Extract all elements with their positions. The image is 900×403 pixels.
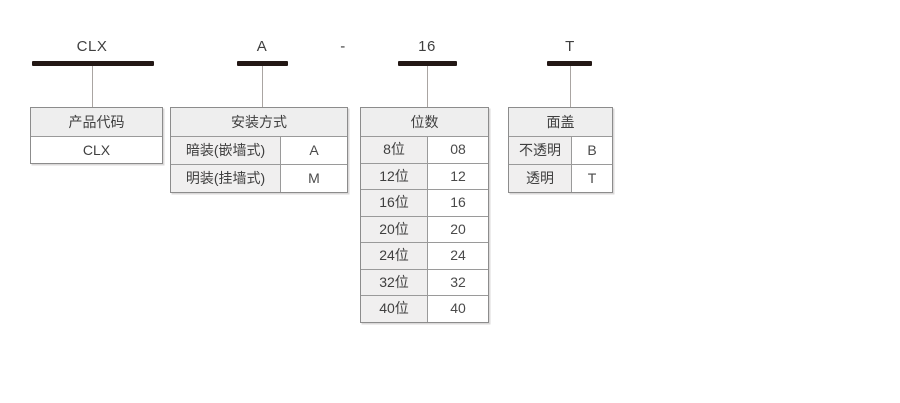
cell-code: 16 [428, 190, 488, 216]
table-cover: 面盖 不透明 B 透明 T [508, 107, 613, 193]
connector-line-cover [570, 66, 571, 107]
underline-bar-positions [398, 61, 457, 66]
cell-label: 24位 [361, 243, 428, 269]
cell-value: CLX [31, 137, 162, 163]
table-row: 暗装(嵌墙式) A [171, 137, 347, 165]
cell-code: 12 [428, 163, 488, 189]
table-product-code: 产品代码 CLX [30, 107, 163, 164]
cell-label: 不透明 [509, 137, 572, 164]
cell-code: B [572, 137, 612, 164]
connector-line-product [92, 66, 93, 107]
connector-line-positions [427, 66, 428, 107]
table-row: 16位 16 [361, 190, 488, 217]
cell-code: A [281, 137, 347, 164]
cell-label: 12位 [361, 163, 428, 189]
cell-code: 32 [428, 269, 488, 295]
cell-label: 明装(挂墙式) [171, 165, 281, 192]
cell-label: 8位 [361, 137, 428, 163]
code-segment-positions: 16 [418, 38, 436, 55]
table-row: 透明 T [509, 165, 612, 192]
code-segment-product: CLX [76, 38, 108, 55]
table-mounting: 安装方式 暗装(嵌墙式) A 明装(挂墙式) M [170, 107, 348, 193]
cell-label: 16位 [361, 190, 428, 216]
table-row: 40位 40 [361, 296, 488, 322]
table-row: 明装(挂墙式) M [171, 165, 347, 192]
code-segment-separator: - [340, 38, 346, 55]
connector-line-mounting [262, 66, 263, 107]
cell-code: 24 [428, 243, 488, 269]
underline-bar-product [32, 61, 154, 66]
cell-label: 40位 [361, 296, 428, 322]
cell-label: 32位 [361, 269, 428, 295]
table-row: CLX [31, 137, 162, 163]
cell-code: T [572, 165, 612, 192]
table-row: 24位 24 [361, 243, 488, 270]
table-header: 安装方式 [171, 108, 347, 137]
code-segment-mounting: A [256, 38, 268, 55]
cell-code: 20 [428, 216, 488, 242]
underline-bar-cover [547, 61, 592, 66]
underline-bar-mounting [237, 61, 288, 66]
cell-label: 透明 [509, 165, 572, 192]
table-header: 面盖 [509, 108, 612, 137]
table-positions: 位数 8位 08 12位 12 16位 16 20位 20 24位 24 32位… [360, 107, 489, 323]
table-header: 产品代码 [31, 108, 162, 137]
table-header: 位数 [361, 108, 488, 137]
cell-code: M [281, 165, 347, 192]
cell-code: 08 [428, 137, 488, 163]
code-segment-cover: T [565, 38, 575, 55]
table-row: 20位 20 [361, 216, 488, 243]
cell-label: 20位 [361, 216, 428, 242]
table-row: 8位 08 [361, 137, 488, 164]
cell-label: 暗装(嵌墙式) [171, 137, 281, 164]
table-row: 不透明 B [509, 137, 612, 165]
cell-code: 40 [428, 296, 488, 322]
table-row: 32位 32 [361, 269, 488, 296]
table-row: 12位 12 [361, 163, 488, 190]
